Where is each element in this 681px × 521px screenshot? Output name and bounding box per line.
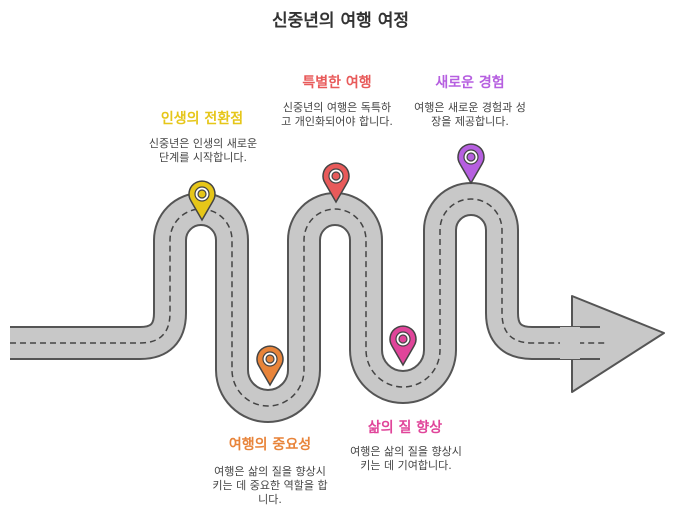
arrow-joint <box>560 327 580 359</box>
pin-ring <box>398 334 408 344</box>
stage-1-desc: 신중년은 인생의 새로운 단계를 시작합니다. <box>148 137 258 164</box>
stage-4-title: 삶의 질 향상 <box>367 420 443 436</box>
stage-3-desc: 신중년의 여행은 독특하고 개인화되어야 합니다. <box>281 101 393 128</box>
pin-ring <box>197 189 207 199</box>
stage-3-title: 특별한 여행 <box>302 75 372 91</box>
stage-5-title: 새로운 경험 <box>435 75 505 91</box>
stage-2-desc: 여행은 삶의 질을 향상시키는 데 중요한 역할을 합니다. <box>212 465 328 506</box>
pin-ring <box>265 354 275 364</box>
road <box>10 182 665 423</box>
stage-5-desc: 여행은 새로운 경험과 성장을 제공합니다. <box>414 101 526 128</box>
stage-1-title: 인생의 전환점 <box>160 111 244 127</box>
pin-ring <box>331 171 341 181</box>
diagram-title: 신중년의 여행 여정 <box>272 11 409 31</box>
stage-4-desc: 여행은 삶의 질을 향상시키는 데 기여합니다. <box>350 445 462 472</box>
pin-ring <box>466 152 476 162</box>
stage-2-title: 여행의 중요성 <box>228 437 312 453</box>
